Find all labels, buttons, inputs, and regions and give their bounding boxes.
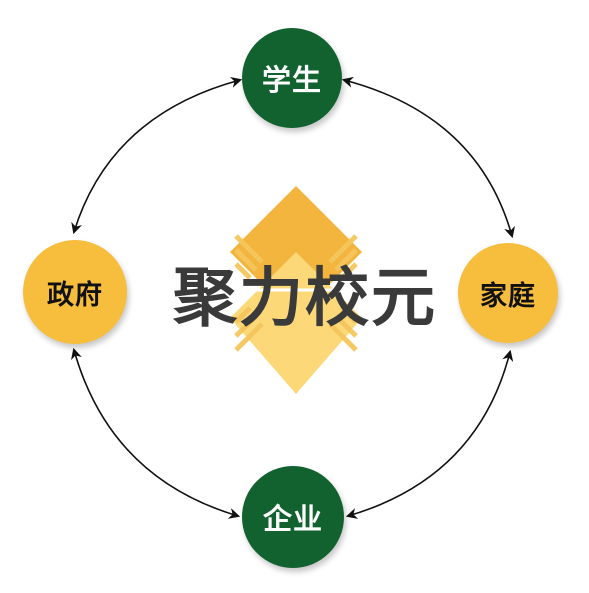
arrow-family-enterprise [345, 349, 514, 519]
arrow-student-family [341, 76, 515, 239]
node-family: 家庭 [458, 243, 558, 343]
node-enterprise: 企业 [242, 466, 344, 568]
center-title: 聚力校元 [173, 262, 437, 336]
node-government: 政府 [23, 240, 127, 344]
arrow-government-enterprise [71, 347, 241, 519]
logo-diamond-mark [230, 186, 362, 394]
arrow-student-government [71, 76, 243, 235]
node-student: 学生 [242, 28, 342, 128]
